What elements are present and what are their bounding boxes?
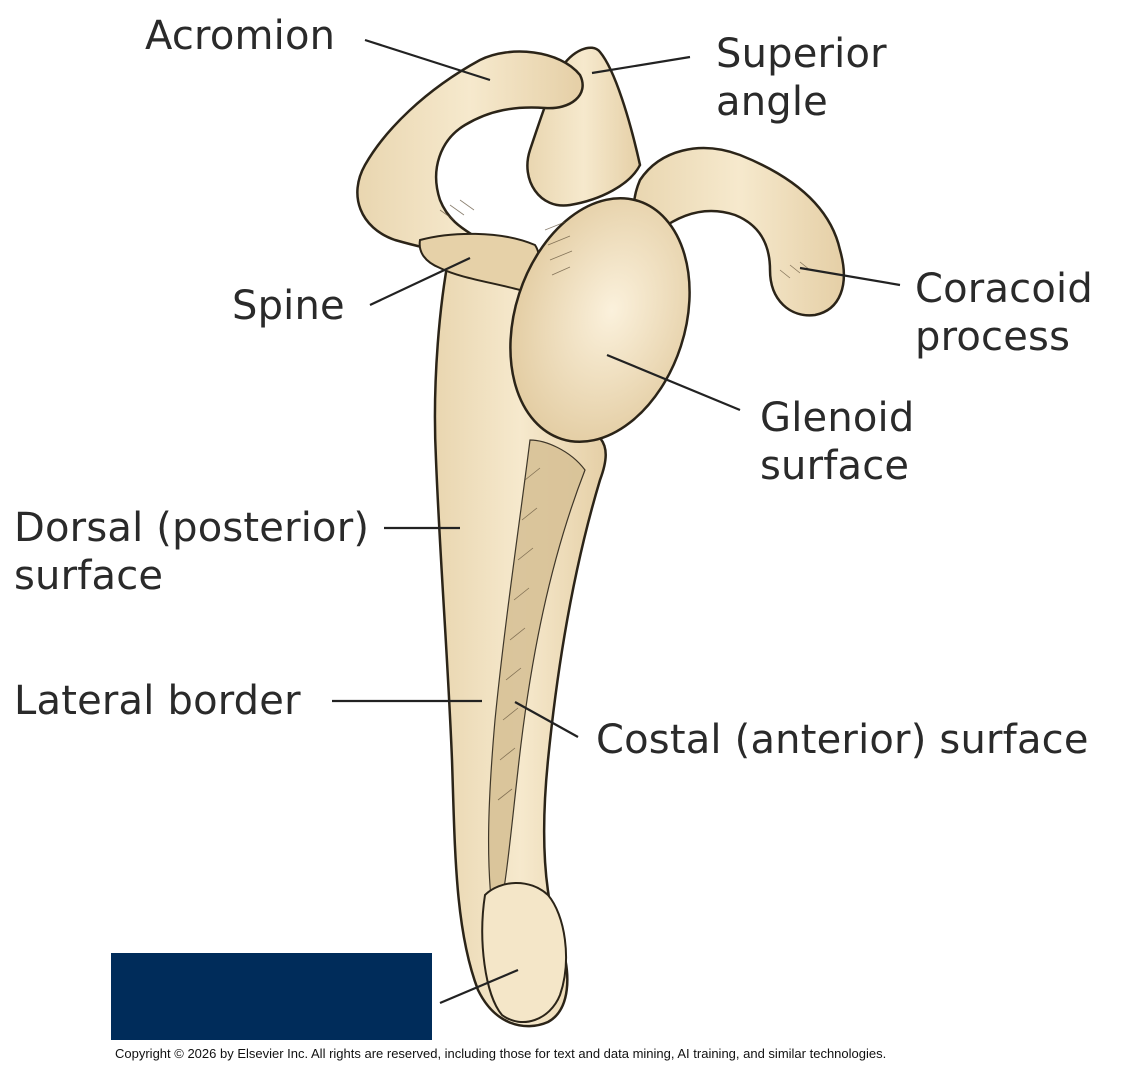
label-cover-box (111, 953, 432, 1040)
leader-acromion (364, 38, 491, 82)
leader-inferior-angle (439, 968, 519, 1005)
leader-lines (332, 38, 901, 1005)
label-coracoid-process: Coracoid process (915, 266, 1093, 360)
label-spine: Spine (232, 283, 345, 329)
label-costal-surface: Costal (anterior) surface (596, 717, 1089, 763)
acromion-shape (356, 50, 584, 253)
label-lateral-border: Lateral border (14, 678, 301, 724)
leader-glenoid (606, 353, 741, 412)
leader-superior-angle (591, 55, 691, 75)
label-glenoid-surface: Glenoid surface (760, 395, 915, 489)
copyright-notice: Copyright © 2026 by Elsevier Inc. All ri… (115, 1046, 887, 1061)
hatching-texture (439, 199, 811, 801)
leader-spine (369, 257, 471, 306)
leader-costal (514, 701, 579, 738)
glenoid-shape (509, 197, 691, 443)
leader-coracoid (799, 266, 901, 287)
label-dorsal-surface: Dorsal (posterior) surface (14, 505, 370, 599)
inferior-angle-shape (481, 882, 567, 1024)
label-superior-angle: Superior angle (716, 31, 887, 125)
label-acromion: Acromion (145, 13, 336, 59)
